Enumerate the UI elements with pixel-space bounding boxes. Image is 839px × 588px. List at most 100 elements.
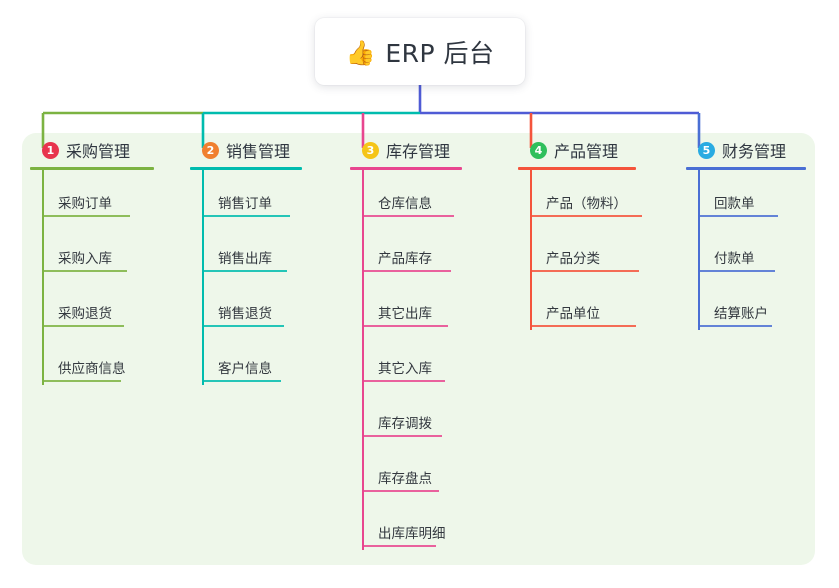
branch-item-label: 库存盘点 [378, 471, 432, 487]
branch-item[interactable]: 其它入库 [350, 335, 462, 390]
branch-number-badge: 5 [698, 141, 715, 159]
branch-number-badge: 4 [530, 141, 547, 159]
branch-item-underline [698, 270, 775, 272]
branch-item[interactable]: 采购退货 [30, 280, 154, 335]
branch-title: 产品管理 [554, 142, 619, 161]
branch-item-underline [362, 325, 448, 327]
branch-spine [362, 170, 364, 550]
branch-item-underline [42, 270, 127, 272]
branch-item-label: 采购退货 [58, 306, 112, 322]
branch-item-underline [42, 325, 124, 327]
branch-item-label: 销售退货 [218, 306, 272, 322]
branch-item-underline [362, 380, 445, 382]
branch-number-badge: 2 [202, 141, 219, 159]
branch-item[interactable]: 产品单位 [518, 280, 636, 335]
branch-item[interactable]: 销售订单 [190, 170, 302, 225]
branch-item-list: 回款单付款单结算账户 [686, 170, 806, 335]
branch-item[interactable]: 采购订单 [30, 170, 154, 225]
branch-item-label: 产品库存 [378, 251, 432, 267]
branch-item-underline [202, 380, 281, 382]
branch-underline [518, 167, 636, 170]
branch-spine [530, 170, 532, 330]
branch-item-underline [42, 380, 121, 382]
branch-item[interactable]: 销售退货 [190, 280, 302, 335]
branch-item-label: 仓库信息 [378, 196, 432, 212]
branch-item[interactable]: 付款单 [686, 225, 806, 280]
branch-title: 库存管理 [386, 142, 451, 161]
branch-item-underline [530, 215, 642, 217]
branch-item-label: 其它入库 [378, 361, 432, 377]
branch-item-list: 采购订单采购入库采购退货供应商信息 [30, 170, 154, 390]
branch-header-5[interactable]: 5 财务管理 [686, 133, 806, 167]
branch-column-5: 5 财务管理回款单付款单结算账户 [686, 133, 806, 335]
branch-item[interactable]: 销售出库 [190, 225, 302, 280]
branch-item-label: 供应商信息 [58, 361, 126, 377]
branch-item-list: 仓库信息产品库存其它出库其它入库库存调拨库存盘点出库库明细 [350, 170, 462, 555]
branch-column-3: 3 库存管理仓库信息产品库存其它出库其它入库库存调拨库存盘点出库库明细 [350, 133, 462, 555]
branch-header-4[interactable]: 4 产品管理 [518, 133, 636, 167]
branch-number-badge: 3 [362, 141, 379, 159]
branch-item-label: 产品单位 [546, 306, 600, 322]
root-node[interactable]: 👍 ERP 后台 [315, 18, 525, 85]
branch-item-underline [202, 325, 284, 327]
branch-spine [202, 170, 204, 385]
branch-item[interactable]: 出库库明细 [350, 500, 462, 555]
branch-item[interactable]: 库存盘点 [350, 445, 462, 500]
branch-item[interactable]: 供应商信息 [30, 335, 154, 390]
branch-item-label: 客户信息 [218, 361, 272, 377]
branch-item[interactable]: 其它出库 [350, 280, 462, 335]
branch-column-4: 4 产品管理产品（物料） 产品分类产品单位 [518, 133, 642, 335]
branch-header-2[interactable]: 2 销售管理 [190, 133, 302, 167]
branch-item[interactable]: 产品分类 [518, 225, 639, 280]
branch-item-underline [362, 490, 439, 492]
branch-item-underline [362, 545, 436, 547]
branch-title: 销售管理 [226, 142, 291, 161]
branch-item-underline [202, 215, 290, 217]
branch-underline [686, 167, 806, 170]
branch-item-label: 产品（物料） [546, 196, 627, 212]
branch-item-label: 结算账户 [714, 306, 768, 322]
branch-item-underline [42, 215, 130, 217]
branch-item-underline [530, 270, 639, 272]
branch-item-label: 库存调拨 [378, 416, 432, 432]
branch-underline [190, 167, 302, 170]
branch-item-list: 产品（物料） 产品分类产品单位 [518, 170, 642, 335]
branch-item-underline [362, 215, 454, 217]
branch-item-label: 销售订单 [218, 196, 272, 212]
thumbs-up-icon: 👍 [345, 38, 376, 67]
branch-item-label: 付款单 [714, 251, 755, 267]
branch-item-underline [362, 435, 442, 437]
branch-item[interactable]: 客户信息 [190, 335, 302, 390]
branch-item-list: 销售订单销售出库销售退货客户信息 [190, 170, 302, 390]
branch-item-label: 采购入库 [58, 251, 112, 267]
branch-item-underline [530, 325, 636, 327]
branch-item-label: 出库库明细 [378, 526, 446, 542]
branch-item-label: 产品分类 [546, 251, 600, 267]
branch-title: 财务管理 [722, 142, 787, 161]
branch-item[interactable]: 库存调拨 [350, 390, 462, 445]
branch-item-underline [698, 215, 778, 217]
branch-item-underline [202, 270, 287, 272]
branch-item-label: 采购订单 [58, 196, 112, 212]
branch-item[interactable]: 结算账户 [686, 280, 806, 335]
branch-item-label: 回款单 [714, 196, 755, 212]
branch-spine [42, 170, 44, 385]
branch-header-3[interactable]: 3 库存管理 [350, 133, 462, 167]
branch-item[interactable]: 产品库存 [350, 225, 462, 280]
branch-underline [350, 167, 462, 170]
branch-item-underline [362, 270, 451, 272]
branch-item[interactable]: 仓库信息 [350, 170, 462, 225]
branch-spine [698, 170, 700, 330]
branch-item[interactable]: 回款单 [686, 170, 806, 225]
branch-item-label: 其它出库 [378, 306, 432, 322]
root-title: ERP 后台 [385, 38, 495, 68]
branch-item[interactable]: 采购入库 [30, 225, 154, 280]
branch-item-label: 销售出库 [218, 251, 272, 267]
branch-number-badge: 1 [42, 141, 59, 159]
branch-item[interactable]: 产品（物料） [518, 170, 642, 225]
branch-column-2: 2 销售管理销售订单销售出库销售退货客户信息 [190, 133, 302, 390]
